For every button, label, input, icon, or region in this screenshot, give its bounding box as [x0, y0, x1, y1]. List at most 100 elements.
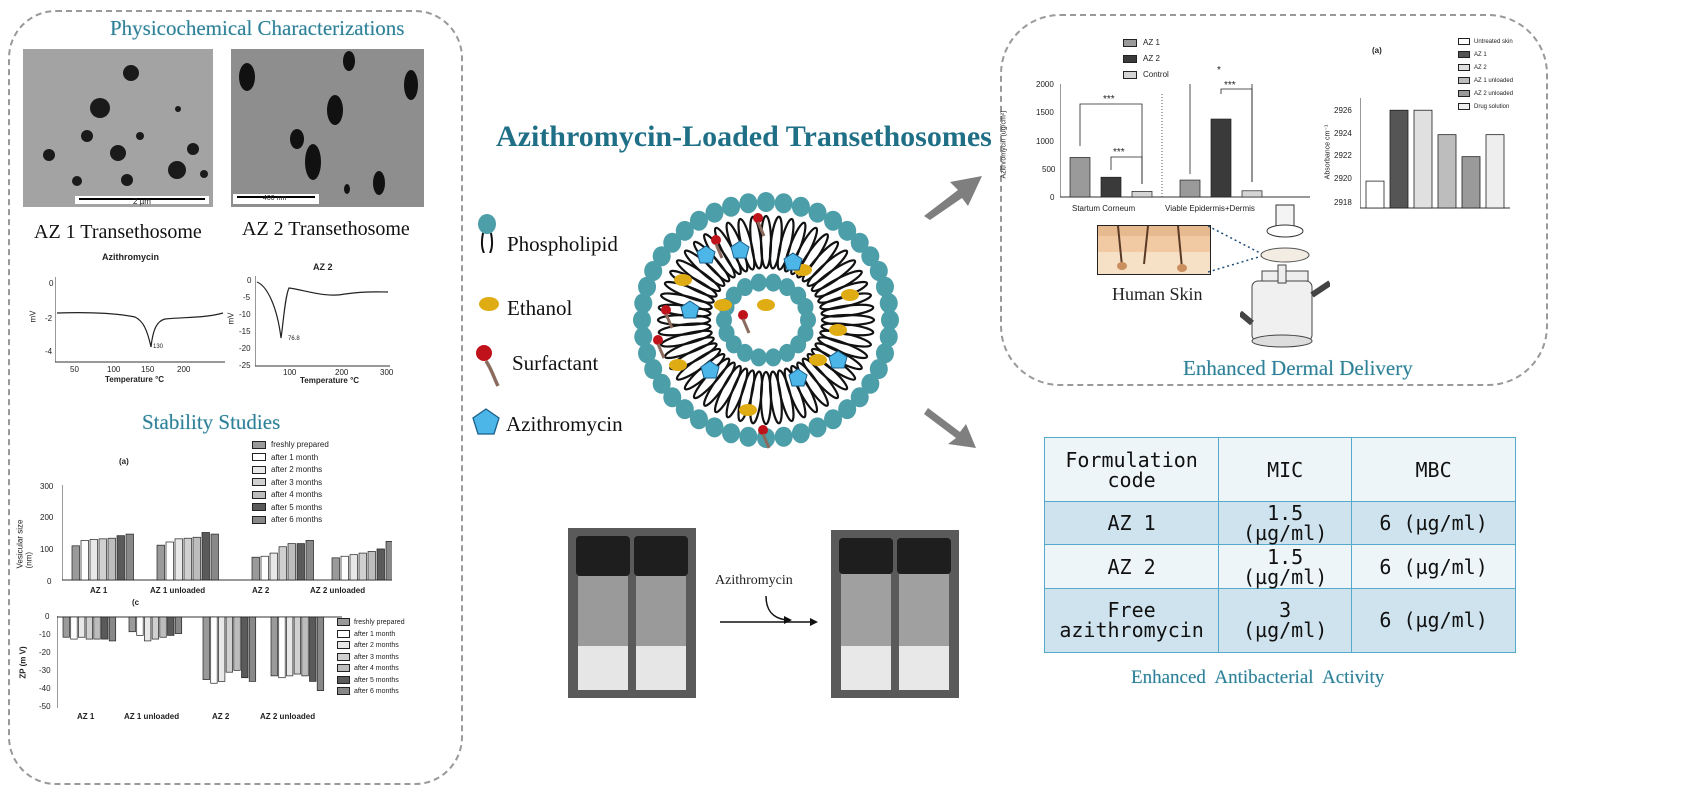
zp-bar [101, 616, 109, 640]
sig-bracket-1 [1110, 156, 1143, 184]
outer-head [638, 276, 657, 297]
dsc-1-xtick-1: 100 [107, 365, 121, 374]
size-bar [287, 543, 296, 581]
zp-legend-item: after 5 months [337, 675, 399, 684]
characterization-title: Physicochemical Characterizations [110, 16, 405, 40]
azithromycin-mark [696, 245, 716, 264]
outer-head [861, 373, 880, 394]
vials-after-svg [831, 530, 959, 698]
zp-bar [233, 616, 241, 671]
outer-head [875, 343, 894, 364]
inner-head [750, 348, 767, 367]
zp-ytick-2: -20 [39, 648, 51, 657]
arrow-to-antibacterial-icon [924, 408, 976, 448]
size-bar [98, 538, 107, 581]
inner-head [765, 348, 782, 367]
surfactant-tail [656, 343, 666, 359]
size-bar [183, 537, 192, 581]
zp-bar [108, 616, 117, 642]
perm-bar [1210, 118, 1232, 198]
header-mic: MIC [1218, 436, 1353, 503]
dsc-1-peak: 130 [153, 344, 164, 350]
dsc-2-ytick-1: -5 [243, 293, 251, 302]
dsc-1-xtick-2: 150 [141, 365, 155, 374]
surfactant-head [753, 213, 763, 223]
outer-head [663, 232, 682, 253]
ir-ytick-0: 2926 [1334, 106, 1352, 115]
phospholipid-icon [478, 214, 496, 253]
row-az1-mic: 1.5 (µg/ml) [1218, 501, 1353, 546]
outer-head [689, 409, 708, 430]
surfactant-icon [476, 345, 500, 387]
skin-label: Human Skin [1112, 284, 1203, 304]
row-az1-mbc: 6 (µg/ml) [1351, 501, 1516, 546]
size-legend-item: after 2 months [252, 465, 322, 474]
size-chart-ylabel: Vesicular size (nm) [15, 519, 34, 569]
zp-bar [136, 616, 144, 636]
outer-head [638, 343, 657, 364]
azithromycin-mark [788, 368, 808, 387]
size-chart: (a) Vesicular size (nm) 300 200 100 0 AZ… [12, 440, 452, 600]
ethanol-drop [674, 274, 692, 286]
skin-image [1097, 225, 1211, 275]
sig-2: * [1217, 65, 1221, 76]
outer-head [869, 260, 888, 281]
em-image-az1: 2 µm [23, 49, 213, 207]
zp-ytick-0: 0 [45, 612, 50, 621]
dsc-2-ytick-4: -20 [239, 344, 251, 353]
ir-ytick-1: 2924 [1334, 129, 1352, 138]
dsc-az2: AZ 2 mV 0 -5 -10 -15 -20 -25 76.8 100 20… [225, 262, 395, 390]
size-bar [376, 548, 385, 581]
dsc-1-title: Azithromycin [102, 252, 160, 262]
zp-bar [286, 616, 294, 677]
zp-bar [293, 616, 301, 675]
legend-ethanol: Ethanol [507, 296, 573, 320]
ethanol-icon [479, 297, 499, 311]
surfactant-head [653, 335, 663, 345]
ir-chart-label: (a) [1372, 46, 1382, 55]
surfactant-tail [714, 243, 724, 259]
surfactant-tail [664, 313, 674, 329]
dsc-2-xtick-2: 300 [380, 368, 394, 377]
dsc-2-ylabel: mV [226, 312, 236, 325]
inner-head [797, 298, 814, 317]
surfactant-tail [761, 433, 771, 449]
zp-legend-item: after 2 months [337, 641, 399, 649]
size-bar [331, 557, 340, 581]
row-free-mbc: 6 (µg/ml) [1351, 587, 1516, 654]
size-ytick-3: 0 [47, 577, 52, 586]
size-bar [296, 543, 305, 581]
surfactant-tail [756, 221, 766, 237]
size-bar [156, 544, 165, 581]
ir-ytick-2: 2922 [1334, 151, 1352, 160]
ir-legend-item: AZ 1 unloaded [1458, 77, 1513, 84]
outer-head [875, 276, 894, 297]
size-bar [125, 533, 134, 581]
row-az2-mic: 1.5 (µg/ml) [1218, 544, 1353, 589]
em-image-az1-svg [23, 49, 213, 207]
size-legend-item: after 3 months [252, 478, 322, 487]
tail [810, 259, 857, 293]
surfactant-head [738, 310, 748, 320]
outer-head [869, 359, 888, 380]
zp-bar [62, 616, 70, 638]
zp-ytick-5: -50 [39, 702, 51, 711]
ir-bar [1389, 109, 1409, 209]
azithromycin-mark [730, 240, 750, 259]
perm-bar [1131, 190, 1153, 198]
arrow-to-dermal-icon [924, 176, 982, 220]
permeation-group-1: Viable Epidermis+Dermis [1165, 204, 1255, 213]
dsc-2-xtick-1: 200 [335, 368, 349, 377]
perm-bar [1100, 176, 1122, 198]
size-chart-label: (a) [119, 457, 129, 466]
zp-bar [218, 616, 226, 682]
inner-head [779, 343, 795, 362]
dsc-1-ytick-2: -4 [45, 347, 53, 356]
dsc-azithromycin: Azithromycin mV 0 -2 -4 130 50 100 150 2… [25, 252, 225, 387]
dsc-1-plot [55, 277, 225, 363]
size-bar [269, 552, 278, 581]
size-group-3: AZ 2 unloaded [310, 586, 366, 595]
size-bar [367, 551, 376, 581]
